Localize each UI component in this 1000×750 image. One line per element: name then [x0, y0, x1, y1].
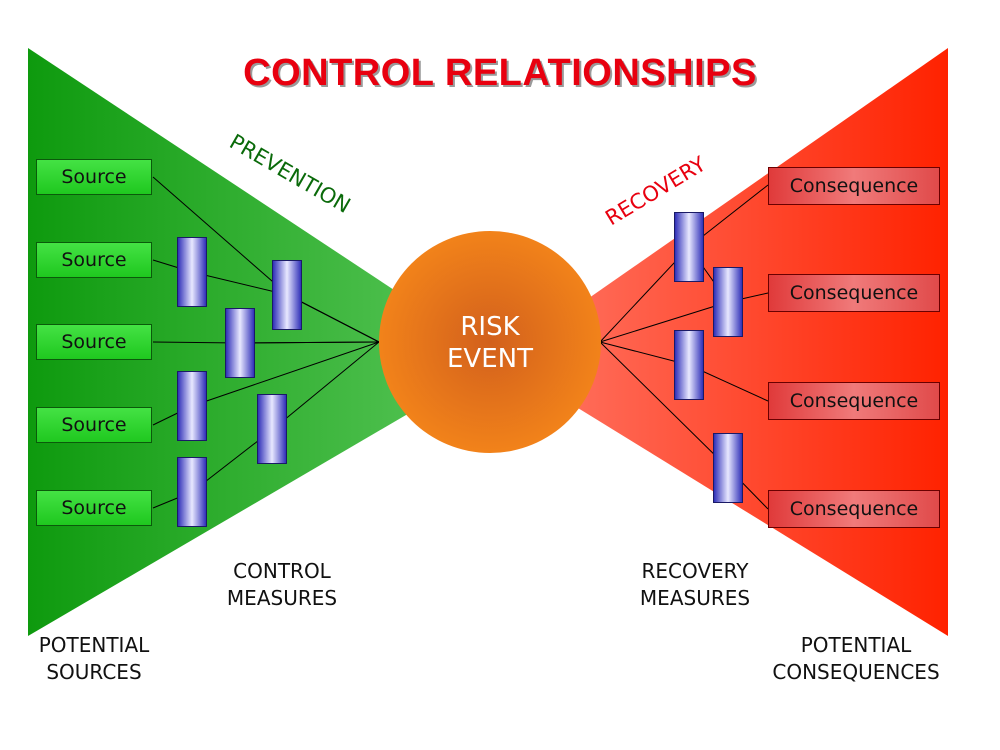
- risk-event-label: RISK EVENT: [385, 311, 595, 375]
- caption-line: POTENTIAL: [38, 633, 150, 657]
- recovery-measure-barrier: [713, 433, 743, 503]
- connector-line: [191, 341, 380, 407]
- control-measure-barrier: [177, 371, 207, 441]
- caption-line: MEASURES: [226, 586, 338, 610]
- control-measure-barrier: [272, 260, 302, 330]
- consequence-box: Consequence: [768, 274, 940, 312]
- connector-line: [271, 341, 380, 431]
- control-measure-barrier: [257, 394, 287, 464]
- caption-line: MEASURES: [639, 586, 751, 610]
- source-box: Source: [36, 159, 152, 195]
- potential-sources-caption: POTENTIAL SOURCES: [16, 632, 172, 686]
- caption-line: CONTROL: [233, 559, 331, 583]
- recovery-measure-barrier: [674, 330, 704, 400]
- control-measures-caption: CONTROL MEASURES: [200, 558, 364, 612]
- control-measure-barrier: [177, 237, 207, 307]
- connector-line: [239, 341, 380, 344]
- connector-line: [287, 294, 380, 343]
- consequence-box: Consequence: [768, 490, 940, 528]
- connector-line: [599, 301, 729, 343]
- risk-event-line1: RISK: [460, 312, 520, 342]
- caption-line: POTENTIAL: [800, 633, 912, 657]
- caption-line: RECOVERY: [641, 559, 749, 583]
- recovery-measures-caption: RECOVERY MEASURES: [610, 558, 780, 612]
- consequence-box: Consequence: [768, 167, 940, 205]
- risk-event-line2: EVENT: [447, 344, 533, 374]
- recovery-measure-barrier: [713, 267, 743, 337]
- control-measure-barrier: [225, 308, 255, 378]
- connector-line: [152, 176, 289, 296]
- consequence-box: Consequence: [768, 382, 940, 420]
- prevention-triangle: [28, 48, 500, 636]
- potential-consequences-caption: POTENTIAL CONSEQUENCES: [756, 632, 956, 686]
- control-measure-barrier: [177, 457, 207, 527]
- source-box: Source: [36, 324, 152, 360]
- source-box: Source: [36, 407, 152, 443]
- source-box: Source: [36, 242, 152, 278]
- risk-event-circle: [379, 231, 601, 453]
- recovery-measure-barrier: [674, 212, 704, 282]
- caption-line: SOURCES: [46, 660, 142, 684]
- connector-line: [599, 341, 729, 469]
- caption-line: CONSEQUENCES: [772, 660, 940, 684]
- page-title: CONTROL RELATIONSHIPS: [243, 52, 757, 94]
- source-box: Source: [36, 490, 152, 526]
